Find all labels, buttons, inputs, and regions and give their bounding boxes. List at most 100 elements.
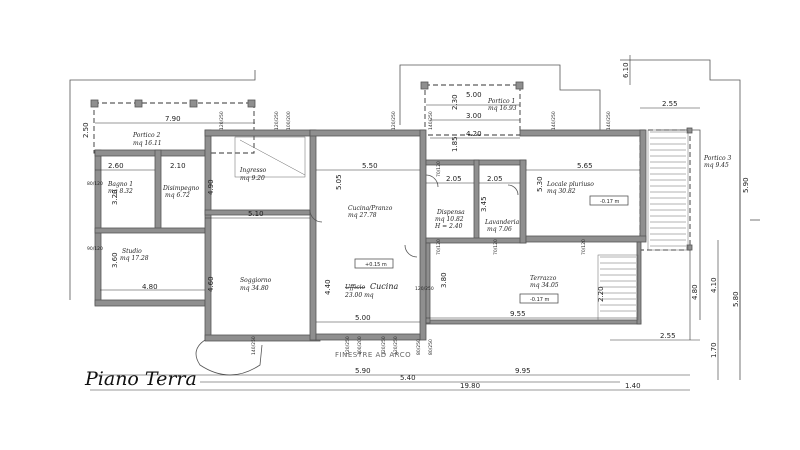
dim-p1-w3: 4.20 <box>466 130 482 138</box>
room-ingresso-name: Ingresso <box>239 167 267 174</box>
dim-loc-w: 5.65 <box>577 162 593 170</box>
dim-loc-h: 5.30 <box>536 176 544 192</box>
dim-bagno-w: 2.60 <box>108 162 124 170</box>
bay-window <box>195 339 263 376</box>
opening-12: 140/250 <box>428 111 434 130</box>
opening-13: 140/250 <box>551 111 557 130</box>
room-labels: Portico 2 mq 16.11 Bagno 1 mq 8.32 Disim… <box>107 98 731 299</box>
dim-center-h: 4.40 <box>324 279 332 295</box>
room-terrazzo-area: mq 34.05 <box>530 282 559 289</box>
opening-11: 70/120 <box>581 239 587 255</box>
room-studio-name: Studio <box>122 248 142 255</box>
level-locale: -0.17 m <box>600 199 620 205</box>
opening-3: 100/200 <box>286 111 292 130</box>
dim-bottom-5: 5.00 <box>355 314 371 322</box>
dim-studio-h: 3.60 <box>111 252 119 268</box>
dim-lav-h: 3.45 <box>480 196 488 212</box>
opening-labels: 120/250 120/250 100/200 120/250 80/120 9… <box>87 111 612 355</box>
level-markers: +0.15 m -0.17 m -0.17 m <box>354 195 629 304</box>
dim-b2: 9.95 <box>515 367 531 375</box>
dim-right-h2: 4.10 <box>710 277 718 293</box>
dim-disp-h: 3.80 <box>440 272 448 288</box>
room-terrazzo-name: Terrazzo <box>530 275 557 282</box>
room-ingresso-area: mq 9.20 <box>240 175 265 182</box>
dim-disp-w: 2.05 <box>446 175 462 183</box>
opening-15: 70/120 <box>436 161 442 177</box>
plan-title: Piano Terra <box>84 368 197 390</box>
opening-17: 100/200 <box>357 336 363 355</box>
opening-10: 70/120 <box>493 239 499 255</box>
room-studio-area: mq 17.28 <box>120 255 149 262</box>
dim-b1: 5.90 <box>355 367 371 375</box>
dim-top-far: 6.10 <box>622 62 630 78</box>
level-terrazzo: -0.17 m <box>530 297 550 303</box>
opening-8: 120/250 <box>415 286 434 292</box>
doors <box>309 174 519 258</box>
dimension-lines <box>90 55 741 391</box>
room-dispensa-name: Dispensa <box>436 209 465 216</box>
dim-lav-w: 2.05 <box>487 175 503 183</box>
room-soggiorno-area: mq 34.80 <box>240 285 269 292</box>
dim-p1-w2: 3.00 <box>466 112 482 120</box>
room-cucina-name: Cucina/Pranzo <box>348 205 393 212</box>
room-bagno1-name: Bagno 1 <box>107 181 133 188</box>
room-lavanderia-area: mq 7.06 <box>487 226 512 233</box>
opening-19: 120/250 <box>393 336 399 355</box>
dim-bagno-h: 3.20 <box>111 189 119 205</box>
dim-ingresso-w: 5.10 <box>248 210 264 218</box>
room-portico3-name: Portico 3 <box>703 155 731 162</box>
room-locale-area: mq 30.82 <box>547 188 576 195</box>
room-portico1-name: Portico 1 <box>487 98 515 105</box>
dim-top-left: 7.90 <box>165 115 181 123</box>
room-ufficio-handwritten: Cucina <box>370 282 398 291</box>
room-dispensa-area: mq 10.82 <box>435 216 464 223</box>
opening-1: 120/250 <box>219 111 225 130</box>
dim-p1-h: 2.30 <box>451 94 459 110</box>
dim-p1-w1: 5.00 <box>466 91 482 99</box>
room-ufficio-name: Ufficio <box>345 284 366 291</box>
dim-right-h5: 1.70 <box>710 342 718 358</box>
opening-14: 140/250 <box>606 111 612 130</box>
dim-b5: 1.40 <box>625 382 641 390</box>
opening-2: 120/250 <box>274 111 280 130</box>
dim-dis-w: 2.10 <box>170 162 186 170</box>
room-lavanderia-name: Lavanderia <box>484 219 520 226</box>
dim-studio-w: 4.80 <box>142 283 158 291</box>
opening-20: 80/250 <box>416 339 422 355</box>
room-disimpegno-name: Disimpegno <box>162 185 200 192</box>
opening-6: 90/120 <box>87 246 103 252</box>
dim-b3: 5.40 <box>400 374 416 382</box>
room-portico2-area: mq 16.11 <box>133 140 162 147</box>
opening-5: 80/120 <box>87 181 103 187</box>
dim-cucina-w: 5.50 <box>362 162 378 170</box>
dim-cucina-h: 5.05 <box>335 174 343 190</box>
dim-right-h4: 4.80 <box>691 284 699 300</box>
room-soggiorno-name: Soggiorno <box>240 277 272 284</box>
opening-18: 120/250 <box>381 336 387 355</box>
room-portico2-name: Portico 2 <box>132 132 160 139</box>
opening-9: 70/120 <box>436 239 442 255</box>
dim-right-top: 2.55 <box>662 100 678 108</box>
room-portico1-area: mq 16.93 <box>488 105 517 112</box>
dimension-labels: 7.90 2.50 2.60 2.10 3.20 4.90 3.60 4.80 … <box>82 62 750 390</box>
dim-portico2-h: 2.50 <box>82 122 90 138</box>
room-ufficio-area: 23.00 mq <box>344 292 374 299</box>
dim-dis-h: 4.90 <box>207 179 215 195</box>
opening-7: 140/250 <box>251 336 257 355</box>
opening-4: 120/250 <box>391 111 397 130</box>
dim-terr-w: 9.55 <box>510 310 526 318</box>
level-cucina: +0.15 m <box>365 262 387 268</box>
room-portico3-area: mq 9.45 <box>704 162 729 169</box>
dim-right-bot: 2.55 <box>660 332 676 340</box>
stairs <box>234 129 689 321</box>
dim-right-h1: 5.90 <box>742 177 750 193</box>
room-bagno1-area: mq 8.32 <box>108 188 133 195</box>
walls <box>90 81 693 342</box>
window-annotation: FINESTRE AD ARCO <box>335 351 411 359</box>
room-cucina-area: mq 27.78 <box>348 212 377 219</box>
dim-soggiorno-h: 4.60 <box>207 276 215 292</box>
room-disimpegno-area: mq 6.72 <box>165 192 190 199</box>
dim-b4: 19.80 <box>460 382 480 390</box>
dim-right-h3: 5.80 <box>732 291 740 307</box>
